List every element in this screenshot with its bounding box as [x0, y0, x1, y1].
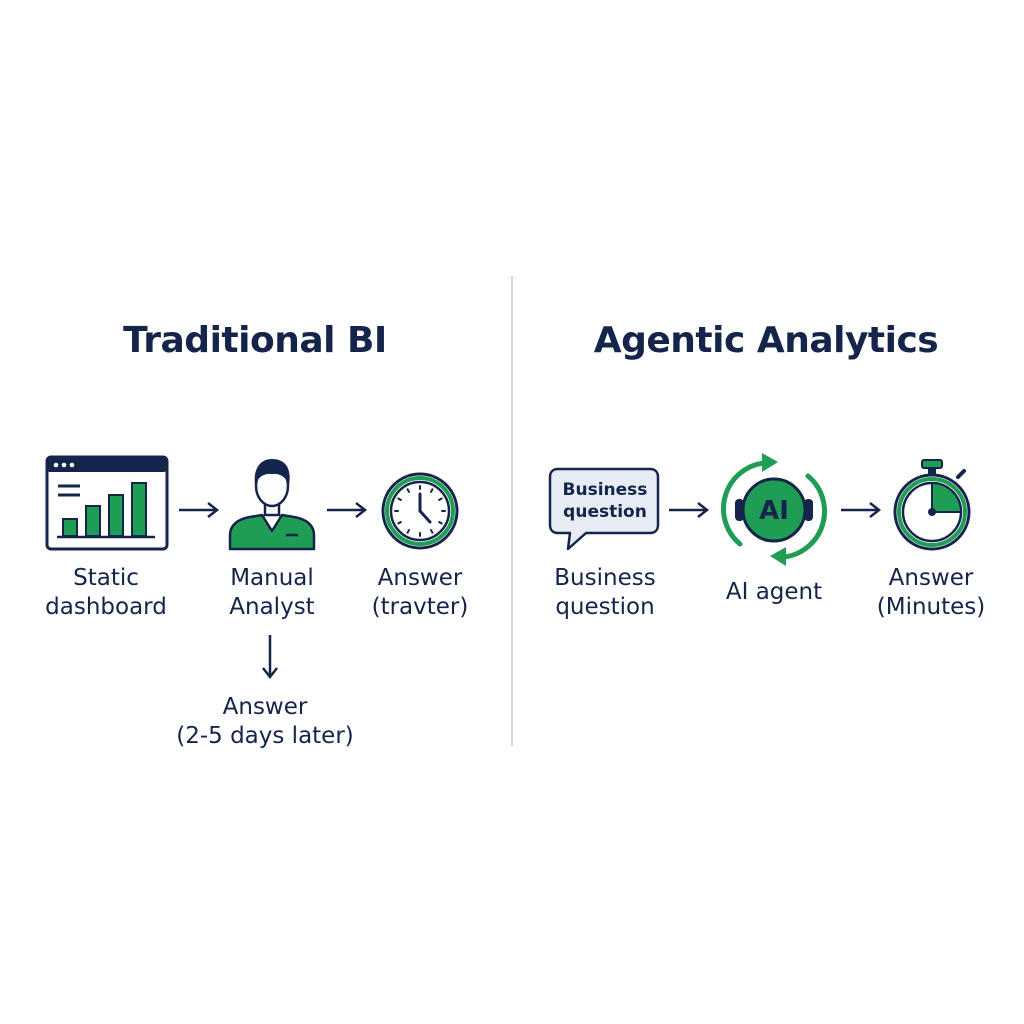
step-label-business-question: Business question: [554, 565, 656, 620]
clock-icon: [381, 472, 459, 550]
step-label-ai-agent: AI agent: [725, 579, 823, 605]
arrow-right-icon: [841, 502, 882, 518]
section-divider: [511, 276, 513, 746]
traditional-bi-title: Traditional BI: [123, 320, 387, 361]
step-label-manual-analyst: Manual Analyst: [229, 565, 315, 620]
stopwatch-icon: [893, 459, 971, 551]
dashboard-icon: [45, 455, 169, 551]
arrow-right-icon: [179, 502, 220, 518]
arrow-down-icon: [262, 635, 278, 680]
ai-agent-cycle-icon: AI: [720, 453, 828, 566]
analyst-icon: [228, 459, 316, 551]
speech-bubble-text: Business question: [562, 480, 648, 522]
ai-badge-text: AI: [759, 496, 789, 526]
arrow-right-icon: [669, 502, 710, 518]
arrow-right-icon: [327, 502, 368, 518]
speech-bubble-icon: [548, 467, 660, 551]
step-label-answer-travter: Answer (travter): [371, 565, 469, 620]
step-label-static-dashboard: Static dashboard: [45, 565, 167, 620]
delay-answer-label: Answer (2-5 days later): [176, 694, 354, 749]
step-label-answer-minutes: Answer (Minutes): [876, 565, 986, 620]
agentic-analytics-title: Agentic Analytics: [593, 320, 939, 361]
